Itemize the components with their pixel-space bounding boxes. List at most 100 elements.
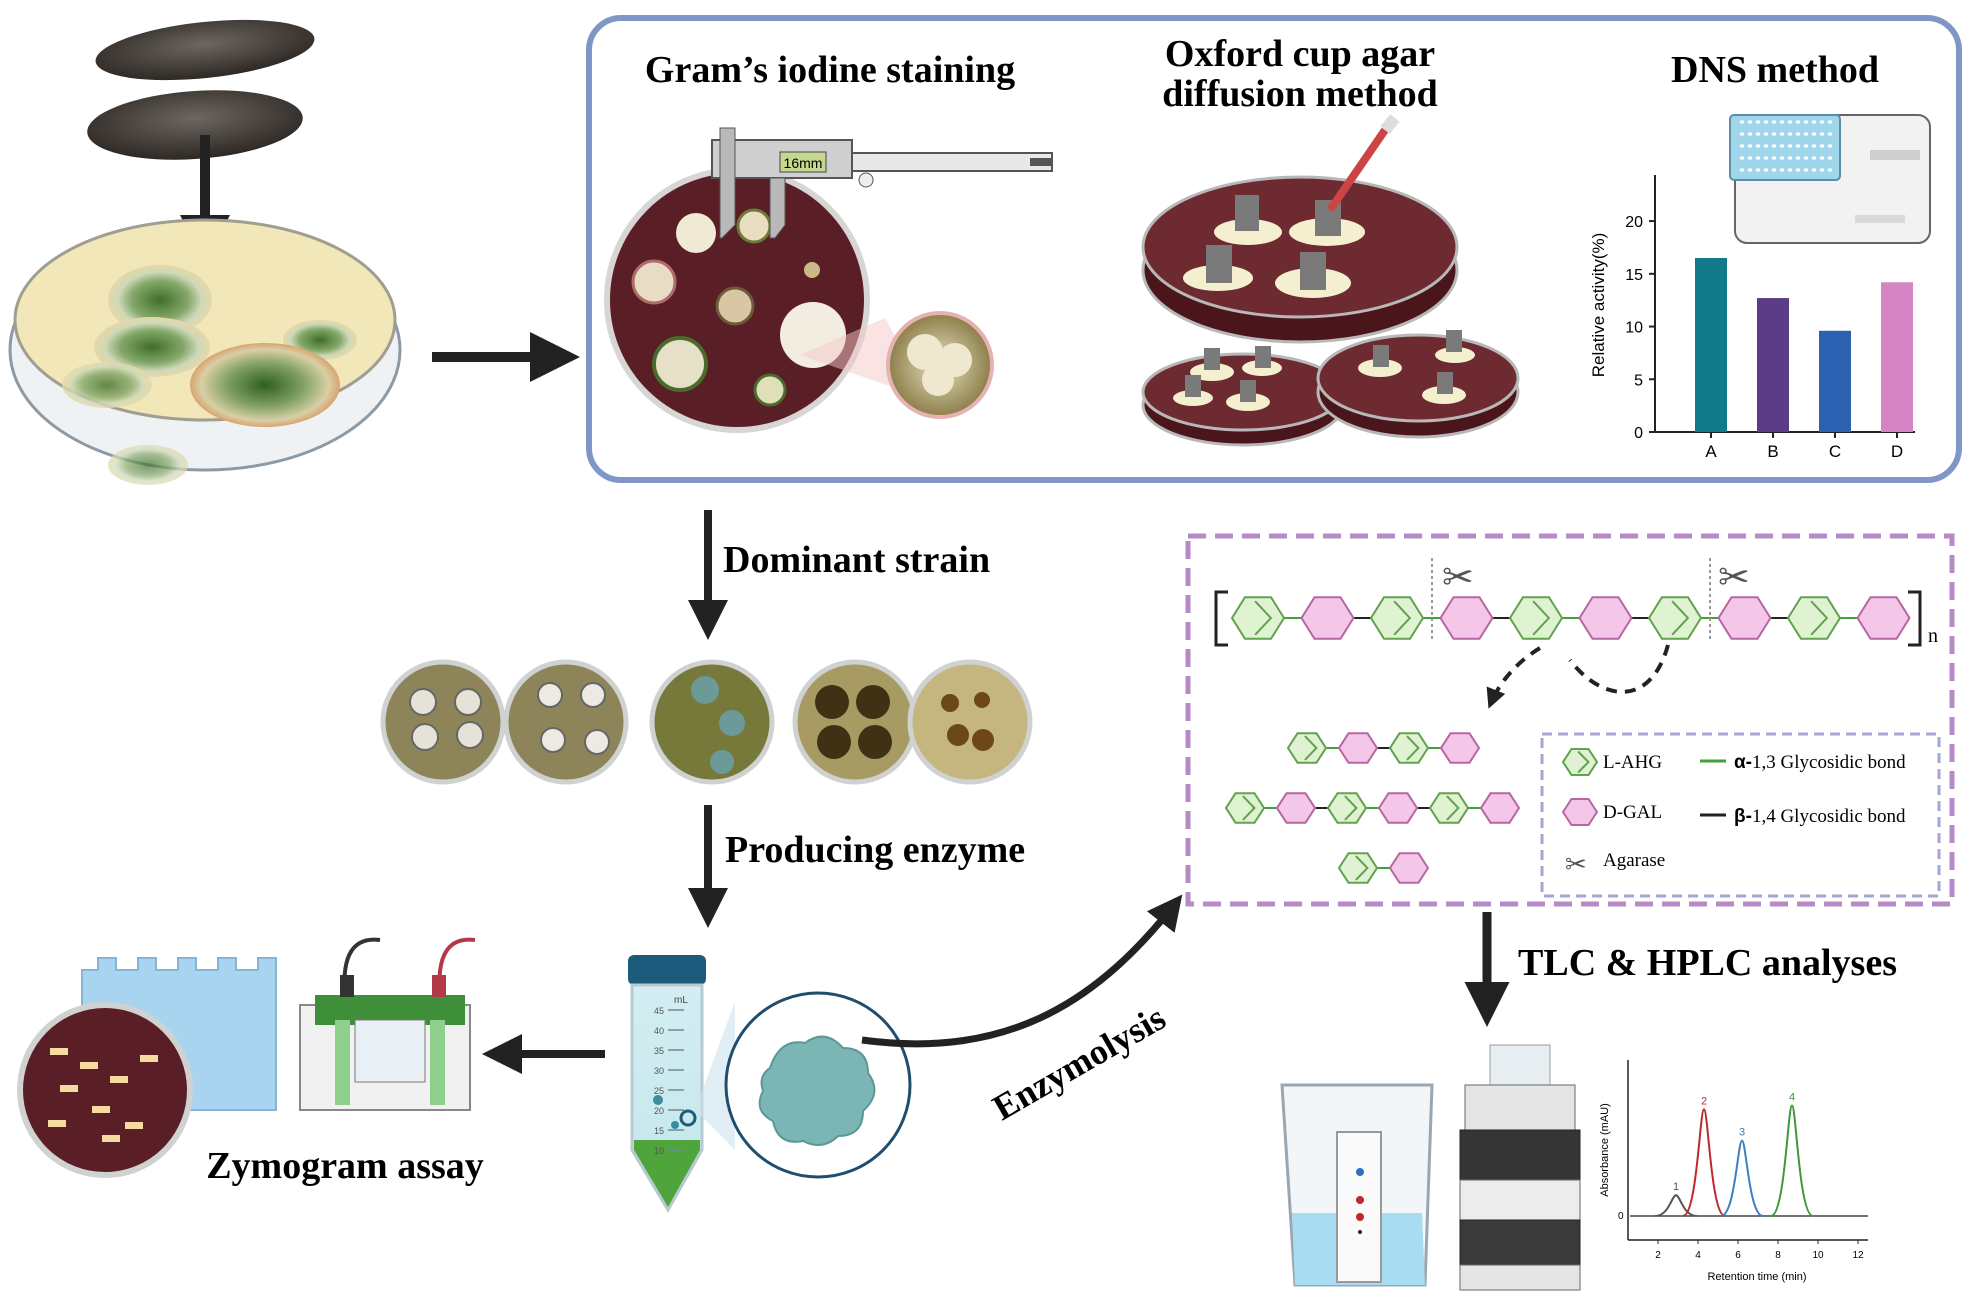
lahg-unit <box>1286 732 1328 764</box>
tube-unit: mL <box>674 995 688 1006</box>
lahg-unit <box>1388 732 1430 764</box>
legend-beta-label: β-1,4 Glycosidic bond <box>1734 806 1906 827</box>
scissors-icon: ✂ <box>1718 557 1750 599</box>
zymogram-assay-label: Zymogram assay <box>206 1145 484 1187</box>
lahg-inner-mark <box>1810 600 1829 636</box>
lahg-inner-mark <box>1304 735 1318 761</box>
agarose-polymer-chain: n <box>1214 590 1938 647</box>
producing-enzyme-label: Producing enzyme <box>725 829 1025 871</box>
dns-title: DNS method <box>1671 49 1879 91</box>
bar-chart-x-tick-label: B <box>1767 442 1778 461</box>
hplc-instrument <box>1459 1044 1581 1291</box>
bar-chart-x-tick-label: C <box>1829 442 1841 461</box>
tube-mark-label: 10 <box>654 1146 664 1156</box>
bar-chart-y-tick-label: 10 <box>1625 320 1643 337</box>
product-release-dashed-arrow <box>1490 644 1670 705</box>
dgal-unit <box>1717 596 1772 640</box>
hplc-x-label: Retention time (min) <box>1707 1271 1806 1283</box>
oligosaccharide-products <box>1224 732 1521 884</box>
hplc-peak-label: 3 <box>1739 1127 1745 1139</box>
tlc-beaker <box>1280 1083 1434 1287</box>
dgal-unit <box>1561 798 1599 826</box>
scissors-icon: ✂ <box>1565 850 1587 879</box>
polymer-subscript-n: n <box>1928 625 1938 647</box>
lahg-unit <box>1428 792 1470 824</box>
legend-agarase-label: Agarase <box>1603 850 1665 871</box>
tube-mark-label: 45 <box>654 1006 664 1016</box>
plate-reader-icon <box>1729 114 1931 244</box>
dgal-unit <box>1388 852 1430 884</box>
legend-alpha-label: α-1,3 Glycosidic bond <box>1734 752 1906 773</box>
lahg-inner-mark <box>1446 795 1460 821</box>
hplc-x-tick-label: 4 <box>1695 1250 1701 1261</box>
lahg-inner-mark <box>1577 750 1590 774</box>
lahg-unit <box>1224 792 1266 824</box>
bar-d <box>1881 282 1913 432</box>
lahg-inner-mark <box>1532 600 1551 636</box>
lahg-unit <box>1786 596 1842 640</box>
dgal-unit <box>1275 792 1317 824</box>
gram-stained-plate <box>604 167 870 433</box>
scissors-icon: ✂ <box>1442 557 1474 599</box>
bar-c <box>1819 330 1851 432</box>
lahg-inner-mark <box>1254 600 1273 636</box>
enzyme-protein-magnified <box>695 991 912 1179</box>
tube-mark-label: 20 <box>654 1106 664 1116</box>
oxford-title-line1: Oxford cup agar <box>1165 33 1435 75</box>
arrow-enzymolysis <box>861 894 1183 1048</box>
source-petri-dish <box>8 218 402 485</box>
hplc-peak-3 <box>1720 1139 1764 1217</box>
hplc-x-tick-label: 2 <box>1655 1250 1661 1261</box>
dgal-unit <box>1300 596 1355 640</box>
bar-chart-x-tick-label: D <box>1891 442 1903 461</box>
tube-mark-label: 35 <box>654 1046 664 1056</box>
bar-chart-y-label: Relative activity(%) <box>1589 233 1608 378</box>
tube-mark-label: 15 <box>654 1126 664 1136</box>
tlc-hplc-label: TLC & HPLC analyses <box>1518 942 1897 984</box>
hplc-peak-2 <box>1682 1108 1726 1217</box>
hplc-y-label: Absorbance (mAU) <box>1599 1103 1611 1197</box>
lahg-unit <box>1647 596 1703 640</box>
lahg-unit <box>1230 596 1286 640</box>
lahg-unit <box>1326 792 1368 824</box>
bar-chart-x-tick-label: A <box>1705 442 1717 461</box>
lahg-inner-mark <box>1406 735 1420 761</box>
lahg-inner-mark <box>1344 795 1358 821</box>
enzymolysis-label: Enzymolysis <box>986 997 1172 1128</box>
hplc-x-tick-label: 6 <box>1735 1250 1741 1261</box>
hplc-peak-label: 4 <box>1789 1092 1795 1104</box>
tube-mark-label: 40 <box>654 1026 664 1036</box>
dgal-unit <box>1479 792 1521 824</box>
legend-lahg-label: L-AHG <box>1603 752 1662 773</box>
gram-staining-title: Gram’s iodine staining <box>645 49 1015 91</box>
dgal-unit <box>1856 596 1911 640</box>
lahg-unit <box>1561 748 1599 776</box>
hplc-x-tick-label: 10 <box>1812 1250 1824 1261</box>
bar-chart-y-tick-label: 5 <box>1634 372 1643 389</box>
agarose-hydrolysis-box <box>1185 533 1955 907</box>
hplc-x-tick-label: 8 <box>1775 1250 1781 1261</box>
bar-a <box>1695 258 1727 432</box>
bar-b <box>1757 298 1789 432</box>
sea-cucumber-image <box>87 19 315 160</box>
agarase-cut-1: ✂ <box>1431 557 1474 640</box>
legend-dgal-label: D-GAL <box>1603 802 1662 823</box>
hplc-peak-label: 1 <box>1673 1181 1679 1193</box>
zymogram-plate <box>17 1002 193 1178</box>
oxford-title-line2: diffusion method <box>1162 73 1438 115</box>
bar-chart-y-tick-label: 20 <box>1625 214 1643 231</box>
caliper-reading: 16mm <box>784 155 823 171</box>
dominant-strain-plates <box>380 659 1033 785</box>
lahg-unit <box>1508 596 1564 640</box>
bar-chart-y-tick-label: 0 <box>1634 425 1643 442</box>
dgal-unit <box>1377 792 1419 824</box>
hplc-x-tick-label: 12 <box>1852 1250 1864 1261</box>
magnifier-lens <box>800 311 994 419</box>
dgal-unit <box>1439 596 1494 640</box>
agarase-cut-2: ✂ <box>1709 557 1750 640</box>
tube-mark-label: 30 <box>654 1066 664 1076</box>
lahg-unit <box>1337 852 1379 884</box>
dgal-unit <box>1337 732 1379 764</box>
lahg-inner-mark <box>1671 600 1690 636</box>
